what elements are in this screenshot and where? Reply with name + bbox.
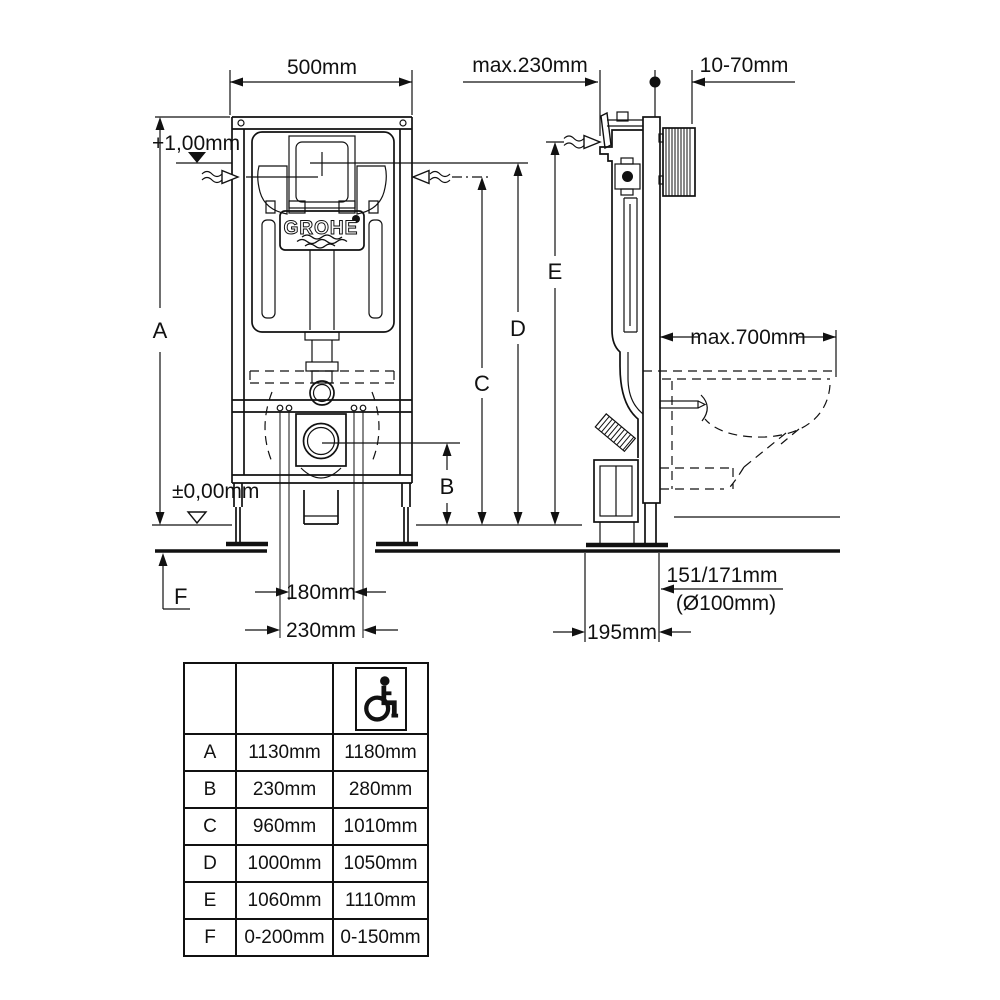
wheelchair-icon: [363, 675, 398, 722]
row-letter: F: [183, 918, 237, 957]
label-dim-e: E: [548, 259, 563, 284]
row-standard-value: 960mm: [235, 807, 334, 846]
row-letter: C: [183, 807, 237, 846]
row-standard-value: 0-200mm: [235, 918, 334, 957]
fixing-point-marker: [649, 76, 661, 88]
technical-drawing: 500mm max.230mm 10-70mm +1,00mm ±0,00mm …: [152, 54, 840, 644]
row-accessible-value: 280mm: [332, 770, 429, 809]
label-level-upper: +1,00mm: [152, 132, 240, 155]
flush-pipe: [304, 331, 340, 406]
row-letter: B: [183, 770, 237, 809]
drain-box: [593, 459, 639, 544]
adjustable-sleeve: [658, 127, 696, 197]
squiggle-icon: [429, 170, 451, 184]
label-bowl-reach: max.700mm: [690, 326, 806, 349]
row-letter: A: [183, 733, 237, 772]
label-fixing-outer: 230mm: [286, 619, 356, 642]
row-accessible-value: 1050mm: [332, 844, 429, 883]
squiggle-icon: [201, 170, 223, 184]
table-row: C 960mm 1010mm: [183, 807, 429, 846]
label-dim-b: B: [440, 474, 455, 499]
row-accessible-value: 1110mm: [332, 881, 429, 920]
row-accessible-value: 0-150mm: [332, 918, 429, 957]
row-letter: E: [183, 881, 237, 920]
row-standard-value: 1000mm: [235, 844, 334, 883]
row-standard-value: 230mm: [235, 770, 334, 809]
table-row: E 1060mm 1110mm: [183, 881, 429, 920]
brand-plate: [279, 210, 365, 251]
label-dim-f: F: [174, 584, 187, 609]
label-fixing-inner: 180mm: [286, 581, 356, 604]
hatched-connector: [594, 413, 637, 453]
label-outlet-diameter: (Ø100mm): [676, 592, 776, 615]
dimension-table: A 1130mm 1180mm B 230mm 280mm C 960mm 10…: [183, 662, 429, 957]
frame-screw-icon: [237, 119, 245, 127]
table-header-empty: [235, 662, 334, 735]
label-outlet-height: 151/171mm: [667, 564, 778, 587]
level-mark-filled-icon: [188, 152, 206, 163]
table-header-accessible: [332, 662, 429, 735]
fixing-bolts: [276, 404, 367, 412]
brand-waves-icon: [296, 234, 348, 249]
table-header-empty: [183, 662, 237, 735]
label-sleeve-depth: 10-70mm: [700, 54, 789, 77]
toilet-bowl-outline: [643, 370, 838, 490]
label-dim-a: A: [153, 318, 168, 343]
registered-mark-dot: [352, 215, 360, 223]
supply-fitting: [614, 157, 641, 196]
wall-anchor: [600, 111, 643, 150]
drain-outlet: [295, 413, 347, 525]
label-top-offset: max.230mm: [472, 54, 588, 77]
row-accessible-value: 1180mm: [332, 733, 429, 772]
label-dim-c: C: [474, 371, 490, 396]
side-view-frame: [586, 111, 840, 548]
brand-logo-text: GROHE: [284, 218, 359, 239]
frame-screw-icon: [399, 119, 407, 127]
table-row: F 0-200mm 0-150mm: [183, 918, 429, 957]
front-view-frame: [226, 116, 418, 547]
level-mark-open-icon: [186, 511, 208, 525]
wheelchair-icon-box: [354, 666, 407, 731]
table-row: B 230mm 280mm: [183, 770, 429, 809]
actuator-window: [288, 135, 356, 209]
table-row: A 1130mm 1180mm: [183, 733, 429, 772]
label-outlet-setback: 195mm: [587, 621, 657, 644]
table-row: D 1000mm 1050mm: [183, 844, 429, 883]
row-accessible-value: 1010mm: [332, 807, 429, 846]
row-standard-value: 1130mm: [235, 733, 334, 772]
squiggle-icon: [563, 135, 585, 149]
label-level-floor: ±0,00mm: [172, 480, 259, 503]
row-standard-value: 1060mm: [235, 881, 334, 920]
dimension-lines: [152, 70, 840, 642]
label-dim-d: D: [510, 316, 526, 341]
row-letter: D: [183, 844, 237, 883]
table-header-row: [183, 662, 429, 735]
fixing-stud: [659, 394, 708, 422]
label-front-width: 500mm: [287, 56, 357, 79]
dimension-labels: 500mm max.230mm 10-70mm +1,00mm ±0,00mm …: [152, 54, 806, 644]
